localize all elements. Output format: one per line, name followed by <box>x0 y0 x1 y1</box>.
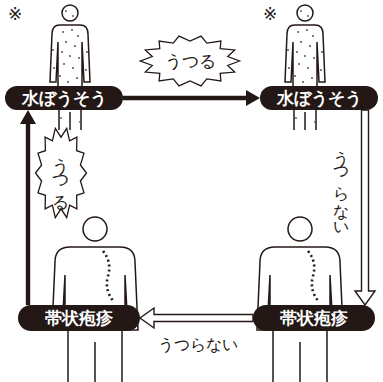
illustration-part <box>79 121 81 123</box>
illustration-part <box>78 57 80 59</box>
illustration-part <box>72 67 74 69</box>
illustration-part <box>76 77 78 79</box>
illustration-part <box>71 29 73 31</box>
node-text: 帯状疱疹 <box>45 307 113 330</box>
disease-label-pill: 水ぼうそう <box>260 86 378 110</box>
illustration-part <box>63 63 65 65</box>
note-mark: ※ <box>6 4 24 24</box>
illustration-part <box>74 45 76 47</box>
disease-label-pill: 水ぼうそう <box>5 86 123 110</box>
edge-label: うつらない <box>331 138 351 230</box>
legs <box>59 108 81 130</box>
illustration-part <box>67 81 69 83</box>
illustration-part <box>86 51 88 53</box>
edge-label: うつる <box>150 46 230 76</box>
chickenpox-person <box>285 5 325 130</box>
disease-label-pill: 帯状疱疹 <box>18 305 140 331</box>
illustration-part <box>62 31 64 33</box>
illustration-part <box>52 49 54 51</box>
hollow-arrow <box>355 110 375 305</box>
starburst-callout <box>140 36 239 86</box>
illustration-part <box>60 117 62 119</box>
node-text: 水ぼうそう <box>22 87 107 110</box>
shingles-person <box>257 217 343 382</box>
body <box>50 25 90 88</box>
solid-arrow <box>20 110 36 305</box>
head <box>62 5 78 21</box>
illustration-part <box>85 69 87 71</box>
shingles-rash <box>103 251 114 302</box>
solid-arrow <box>123 90 260 106</box>
edge-label: うつる <box>46 136 76 210</box>
note-mark: ※ <box>261 4 279 24</box>
illustration-part <box>65 10 67 12</box>
chickenpox-person <box>50 5 90 130</box>
disease-label-pill: 帯状疱疹 <box>253 305 375 331</box>
illustration-part <box>69 55 71 57</box>
hollow-arrow <box>140 308 253 328</box>
illustration-part <box>59 75 61 77</box>
illustration-part <box>77 35 79 37</box>
illustration-part <box>65 41 67 43</box>
illustration-part <box>72 15 74 17</box>
illustration-part <box>61 51 63 53</box>
shingles-person <box>52 217 138 382</box>
legs <box>68 331 122 382</box>
head <box>83 217 107 241</box>
starburst-callout <box>36 128 87 217</box>
node-text: 水ぼうそう <box>277 87 362 110</box>
illustration-part <box>53 67 55 69</box>
edge-label: うつらない <box>148 334 248 356</box>
node-text: 帯状疱疹 <box>280 307 348 330</box>
